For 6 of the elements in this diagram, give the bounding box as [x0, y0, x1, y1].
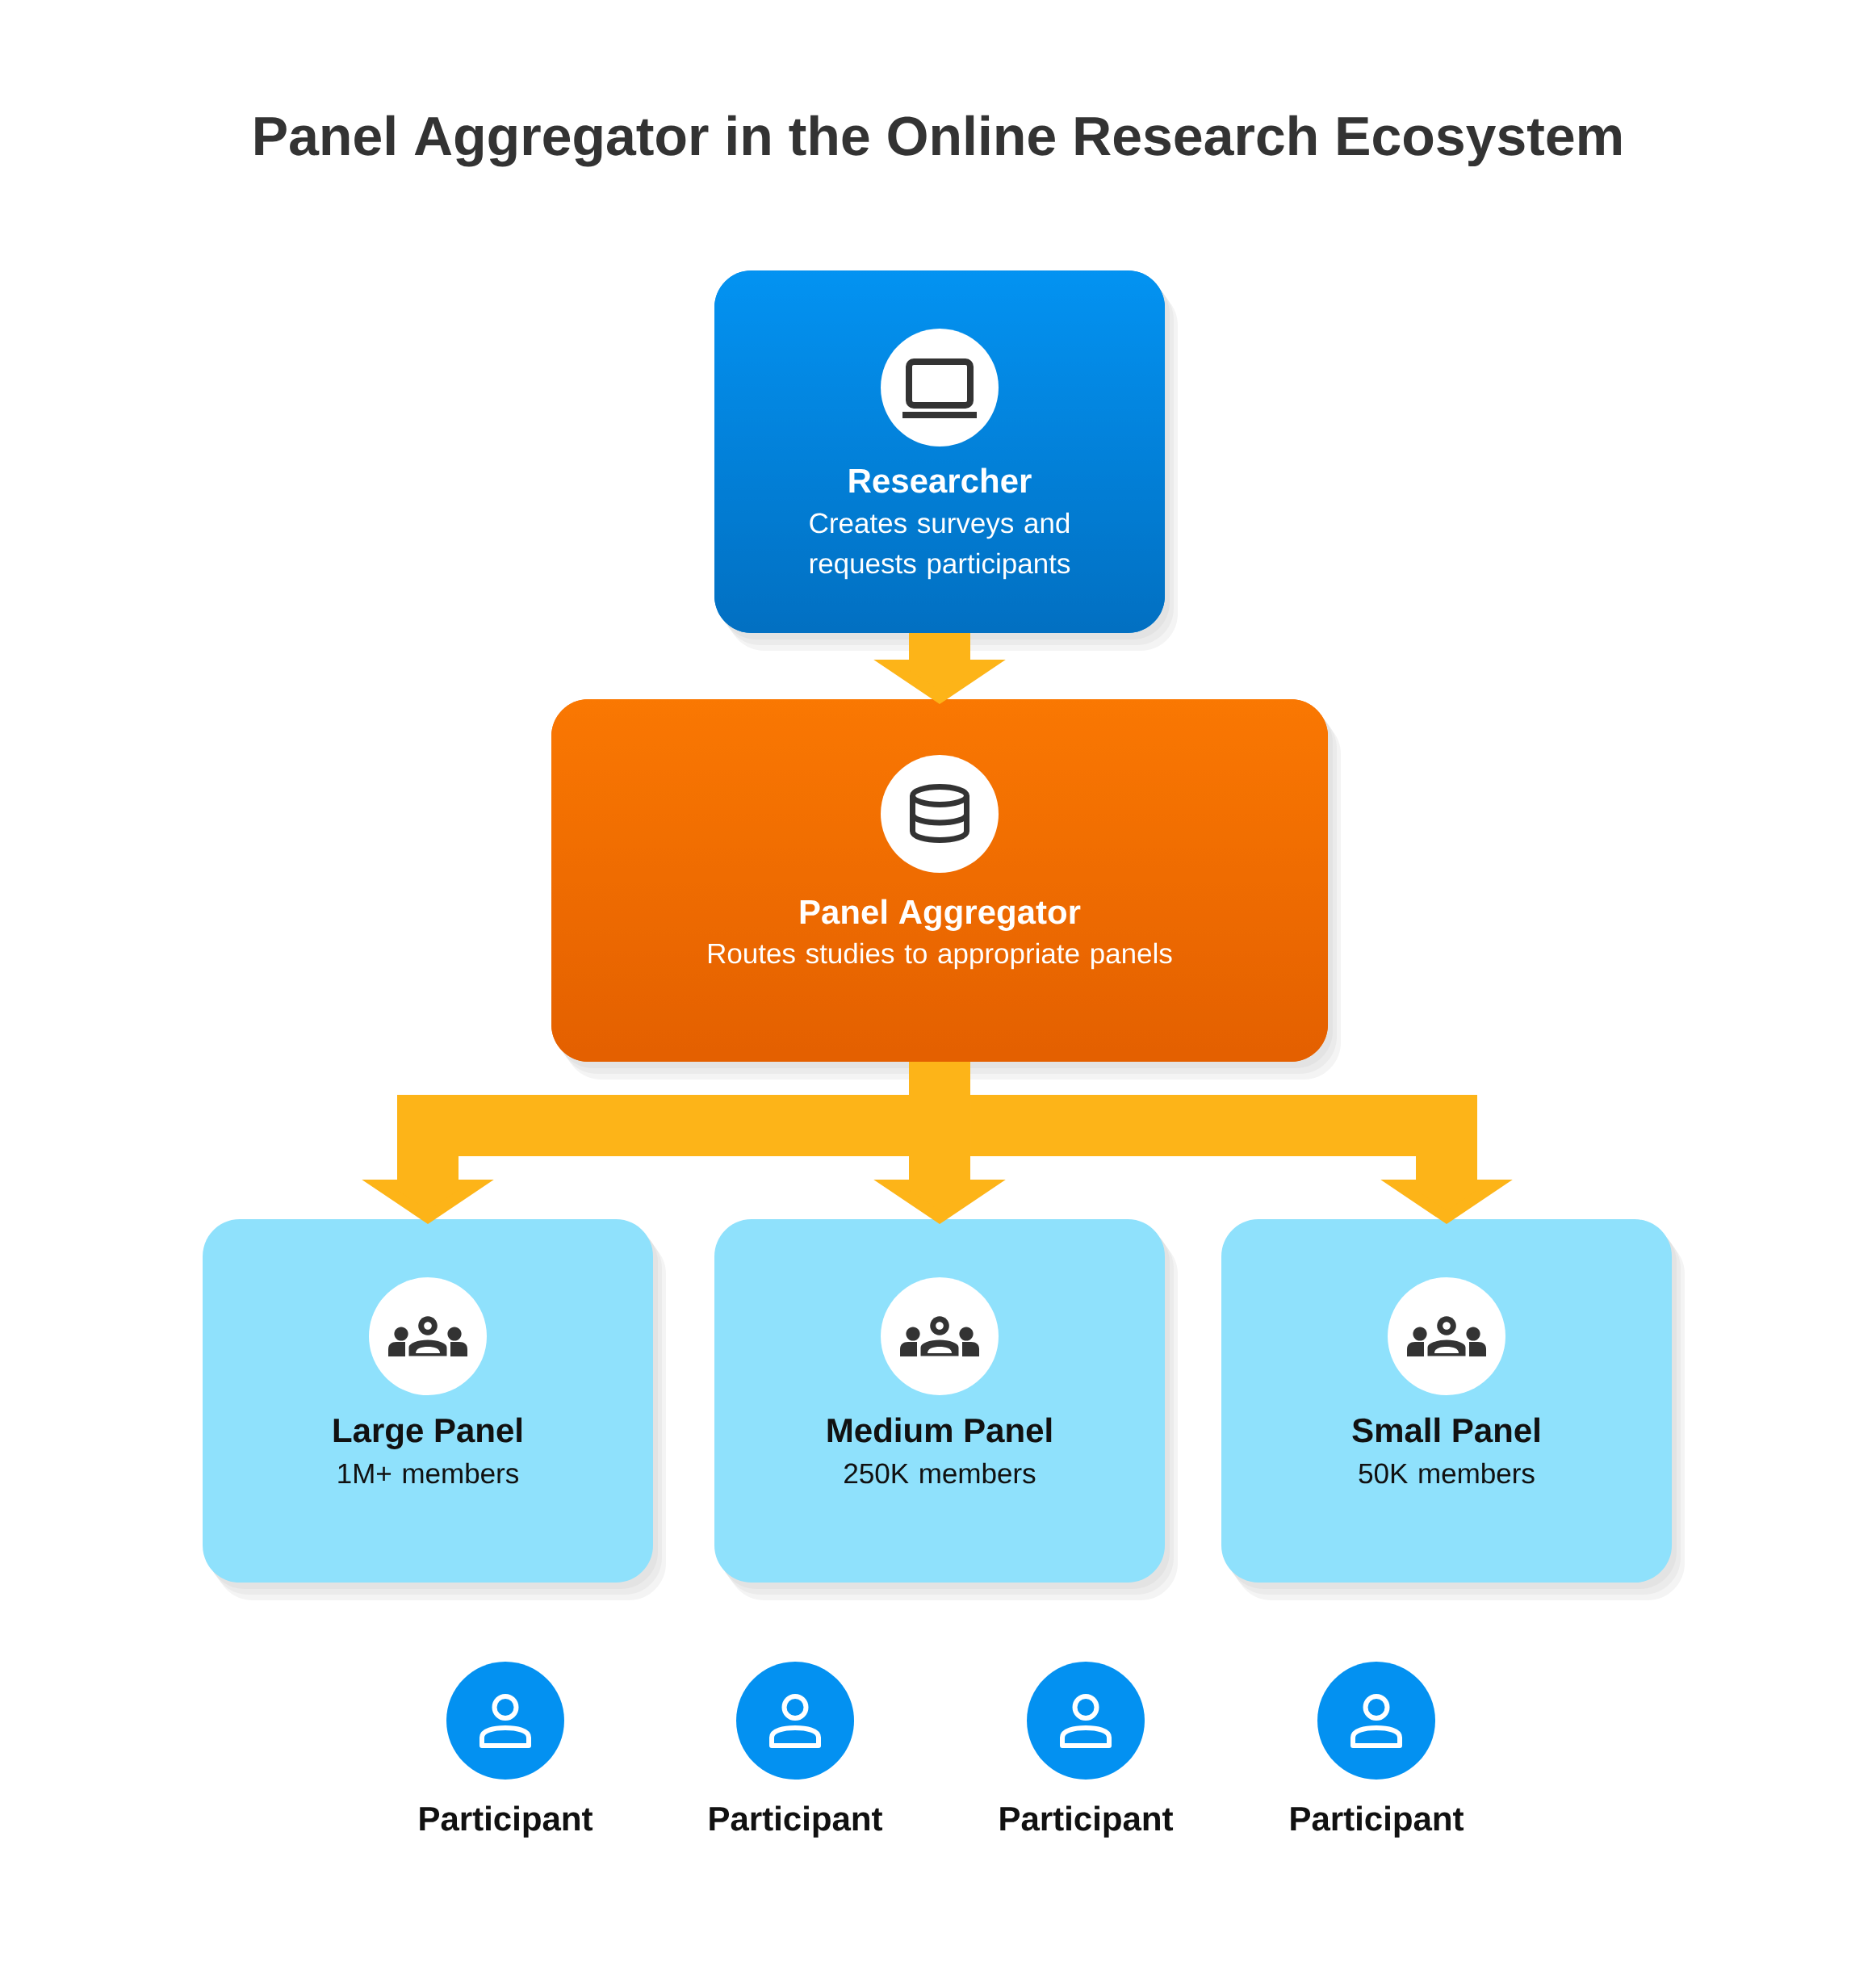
connector-line	[909, 1062, 970, 1156]
node-label: Participant	[420, 1805, 593, 1838]
title: Panel Aggregator in the Online Research Ecosystem	[255, 115, 1621, 167]
node-label: Participant	[710, 1805, 883, 1838]
node-label: Participant	[1000, 1805, 1174, 1838]
node-label: Participant	[1291, 1805, 1464, 1838]
